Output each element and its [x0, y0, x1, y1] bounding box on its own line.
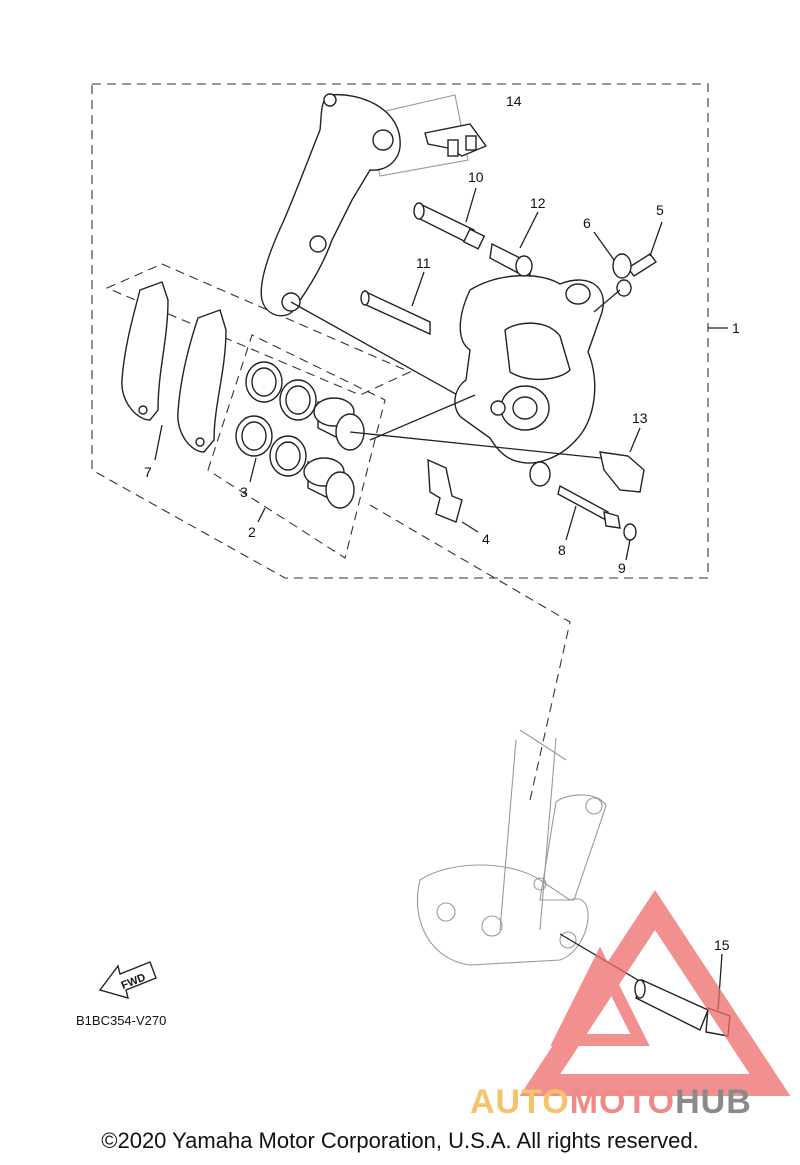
label-10: 10 — [468, 169, 484, 185]
automotohub-logo — [519, 889, 791, 1096]
label-3: 3 — [240, 484, 248, 500]
copyright-footer: ©2020 Yamaha Motor Corporation, U.S.A. A… — [101, 1128, 699, 1153]
pin-10 — [413, 202, 486, 250]
leader-12 — [519, 211, 539, 249]
leader-2 — [257, 507, 266, 523]
leader-10 — [465, 187, 477, 223]
label-15: 15 — [714, 937, 730, 953]
leader-13 — [629, 427, 641, 453]
plug-13 — [599, 451, 645, 493]
leader-11 — [411, 271, 425, 307]
piston-axis — [349, 431, 621, 461]
pin-11 — [360, 290, 431, 336]
boot-12 — [489, 242, 533, 277]
label-12: 12 — [530, 195, 546, 211]
fwd-arrow: FWD — [98, 961, 157, 1000]
pad-group-box — [105, 263, 412, 396]
label-13: 13 — [632, 410, 648, 426]
caliper-body — [454, 275, 605, 464]
watermark-hub: HUB — [675, 1083, 752, 1121]
label-4: 4 — [482, 531, 490, 547]
fork-connector — [369, 504, 571, 801]
leader-5 — [649, 221, 663, 257]
bleed-screw-5 — [626, 253, 658, 277]
leader-3 — [249, 457, 257, 483]
leader-9 — [625, 539, 631, 561]
bleed-axis — [593, 289, 621, 313]
leader-6 — [593, 231, 615, 261]
label-2: 2 — [248, 524, 256, 540]
washer-9 — [623, 523, 637, 541]
label-11: 11 — [416, 255, 431, 271]
pad-spring — [427, 458, 463, 523]
brake-pad-outer — [121, 281, 169, 421]
brake-pad-inner — [177, 309, 227, 453]
bracket-axis — [290, 301, 471, 403]
label-8: 8 — [558, 542, 566, 558]
label-7: 7 — [144, 464, 152, 480]
cap-6 — [612, 253, 632, 297]
part14-clip — [424, 123, 488, 157]
watermark-text: AUTOMOTOHUB — [470, 1083, 752, 1121]
bolt-8 — [529, 461, 621, 529]
fork-leg — [416, 729, 607, 966]
pistons — [303, 397, 365, 509]
piston-seals — [235, 361, 317, 477]
caliper-axis — [369, 394, 476, 441]
label-1: 1 — [732, 320, 740, 336]
leader-4 — [461, 521, 479, 533]
label-6: 6 — [583, 215, 591, 231]
caliper-bracket — [260, 93, 401, 317]
seal-kit-box — [207, 334, 386, 559]
label-9: 9 — [618, 560, 626, 576]
label-14: 14 — [506, 93, 522, 109]
assembly-boundary — [91, 83, 709, 579]
leader-8 — [565, 505, 577, 541]
label-5: 5 — [656, 202, 664, 218]
watermark-moto: MOTO — [570, 1083, 675, 1121]
leader-7 — [154, 424, 163, 461]
diagram-code: B1BC354-V270 — [76, 1013, 166, 1028]
watermark-auto: AUTO — [470, 1083, 570, 1121]
